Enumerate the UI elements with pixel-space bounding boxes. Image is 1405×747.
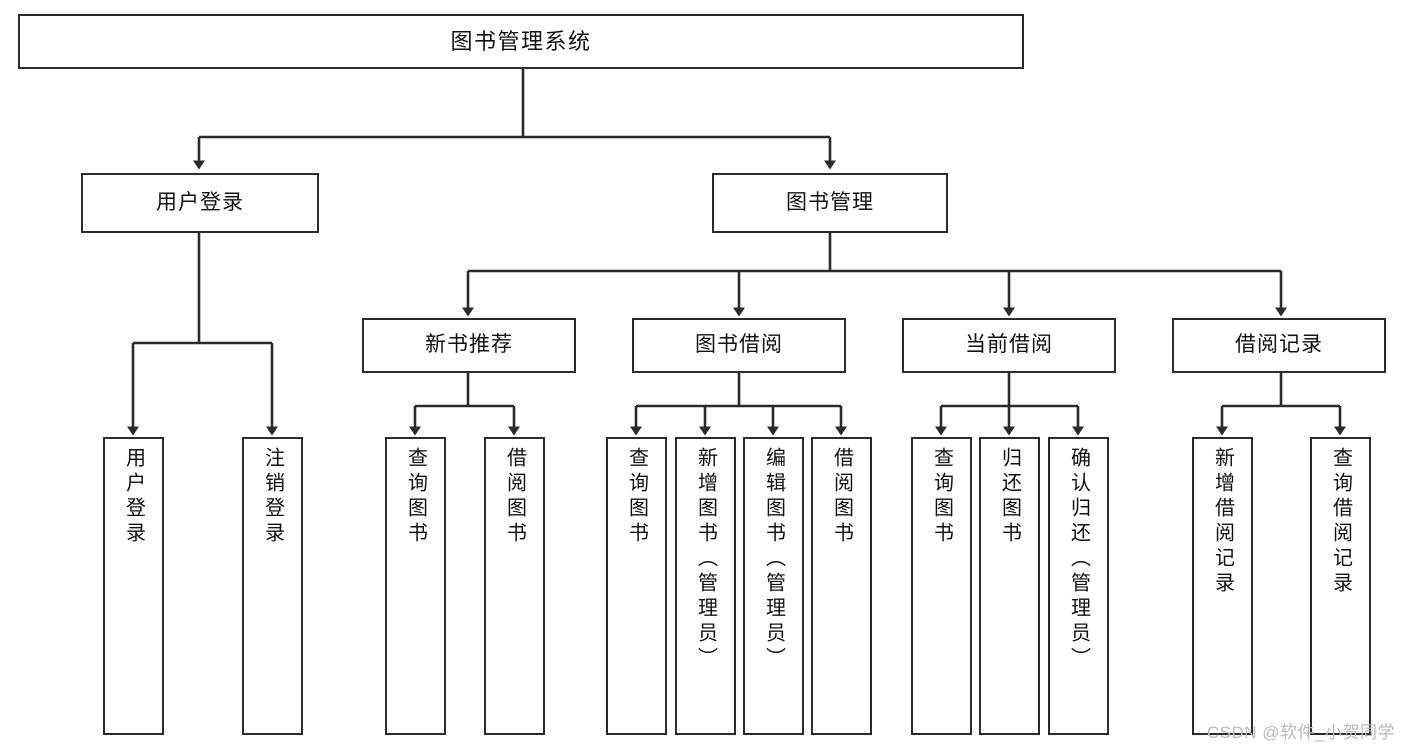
leaf-edit-book[interactable]: 编辑图书（管理员）	[743, 437, 804, 735]
leaf-query-book-2-label: 查询图书	[625, 447, 648, 547]
node-book-manage-label: 图书管理	[786, 190, 874, 214]
node-book-borrow-label: 图书借阅	[695, 333, 783, 357]
leaf-add-book[interactable]: 新增图书（管理员）	[675, 437, 736, 735]
leaf-query-book-1[interactable]: 查询图书	[385, 437, 446, 735]
leaf-confirm-return-label: 确认归还（管理员）	[1067, 447, 1090, 672]
leaf-confirm-return[interactable]: 确认归还（管理员）	[1048, 437, 1109, 735]
leaf-query-record-label: 查询借阅记录	[1329, 447, 1352, 597]
node-current-borrow-label: 当前借阅	[965, 333, 1053, 357]
leaf-query-book-1-label: 查询图书	[404, 447, 427, 547]
leaf-add-record-label: 新增借阅记录	[1211, 447, 1234, 597]
node-borrow-record-label: 借阅记录	[1235, 333, 1323, 357]
watermark: CSDN @软件_小贺同学	[1206, 723, 1395, 742]
node-book-borrow[interactable]: 图书借阅	[632, 318, 846, 373]
leaf-logout-login-label: 注销登录	[261, 447, 284, 547]
leaf-user-login[interactable]: 用户登录	[103, 437, 164, 735]
leaf-user-login-label: 用户登录	[122, 447, 145, 547]
leaf-add-record[interactable]: 新增借阅记录	[1192, 437, 1253, 735]
leaf-query-book-3-label: 查询图书	[930, 447, 953, 547]
node-new-book-rec[interactable]: 新书推荐	[362, 318, 576, 373]
leaf-query-book-2[interactable]: 查询图书	[606, 437, 667, 735]
leaf-borrow-book-1-label: 借阅图书	[503, 447, 526, 547]
leaf-borrow-book-2-label: 借阅图书	[830, 447, 853, 547]
leaf-edit-book-label: 编辑图书（管理员）	[762, 447, 785, 672]
node-borrow-record[interactable]: 借阅记录	[1172, 318, 1386, 373]
node-user-login-label: 用户登录	[156, 190, 244, 214]
node-current-borrow[interactable]: 当前借阅	[902, 318, 1116, 373]
node-root[interactable]: 图书管理系统	[18, 14, 1024, 69]
leaf-return-book-label: 归还图书	[998, 447, 1021, 547]
leaf-logout-login[interactable]: 注销登录	[242, 437, 303, 735]
node-book-manage[interactable]: 图书管理	[712, 173, 948, 233]
leaf-add-book-label: 新增图书（管理员）	[694, 447, 717, 672]
leaf-return-book[interactable]: 归还图书	[979, 437, 1040, 735]
node-new-book-rec-label: 新书推荐	[425, 333, 513, 357]
leaf-borrow-book-1[interactable]: 借阅图书	[484, 437, 545, 735]
leaf-borrow-book-2[interactable]: 借阅图书	[811, 437, 872, 735]
leaf-query-record[interactable]: 查询借阅记录	[1310, 437, 1371, 735]
leaf-query-book-3[interactable]: 查询图书	[911, 437, 972, 735]
node-root-label: 图书管理系统	[450, 28, 592, 54]
node-user-login[interactable]: 用户登录	[81, 173, 319, 233]
